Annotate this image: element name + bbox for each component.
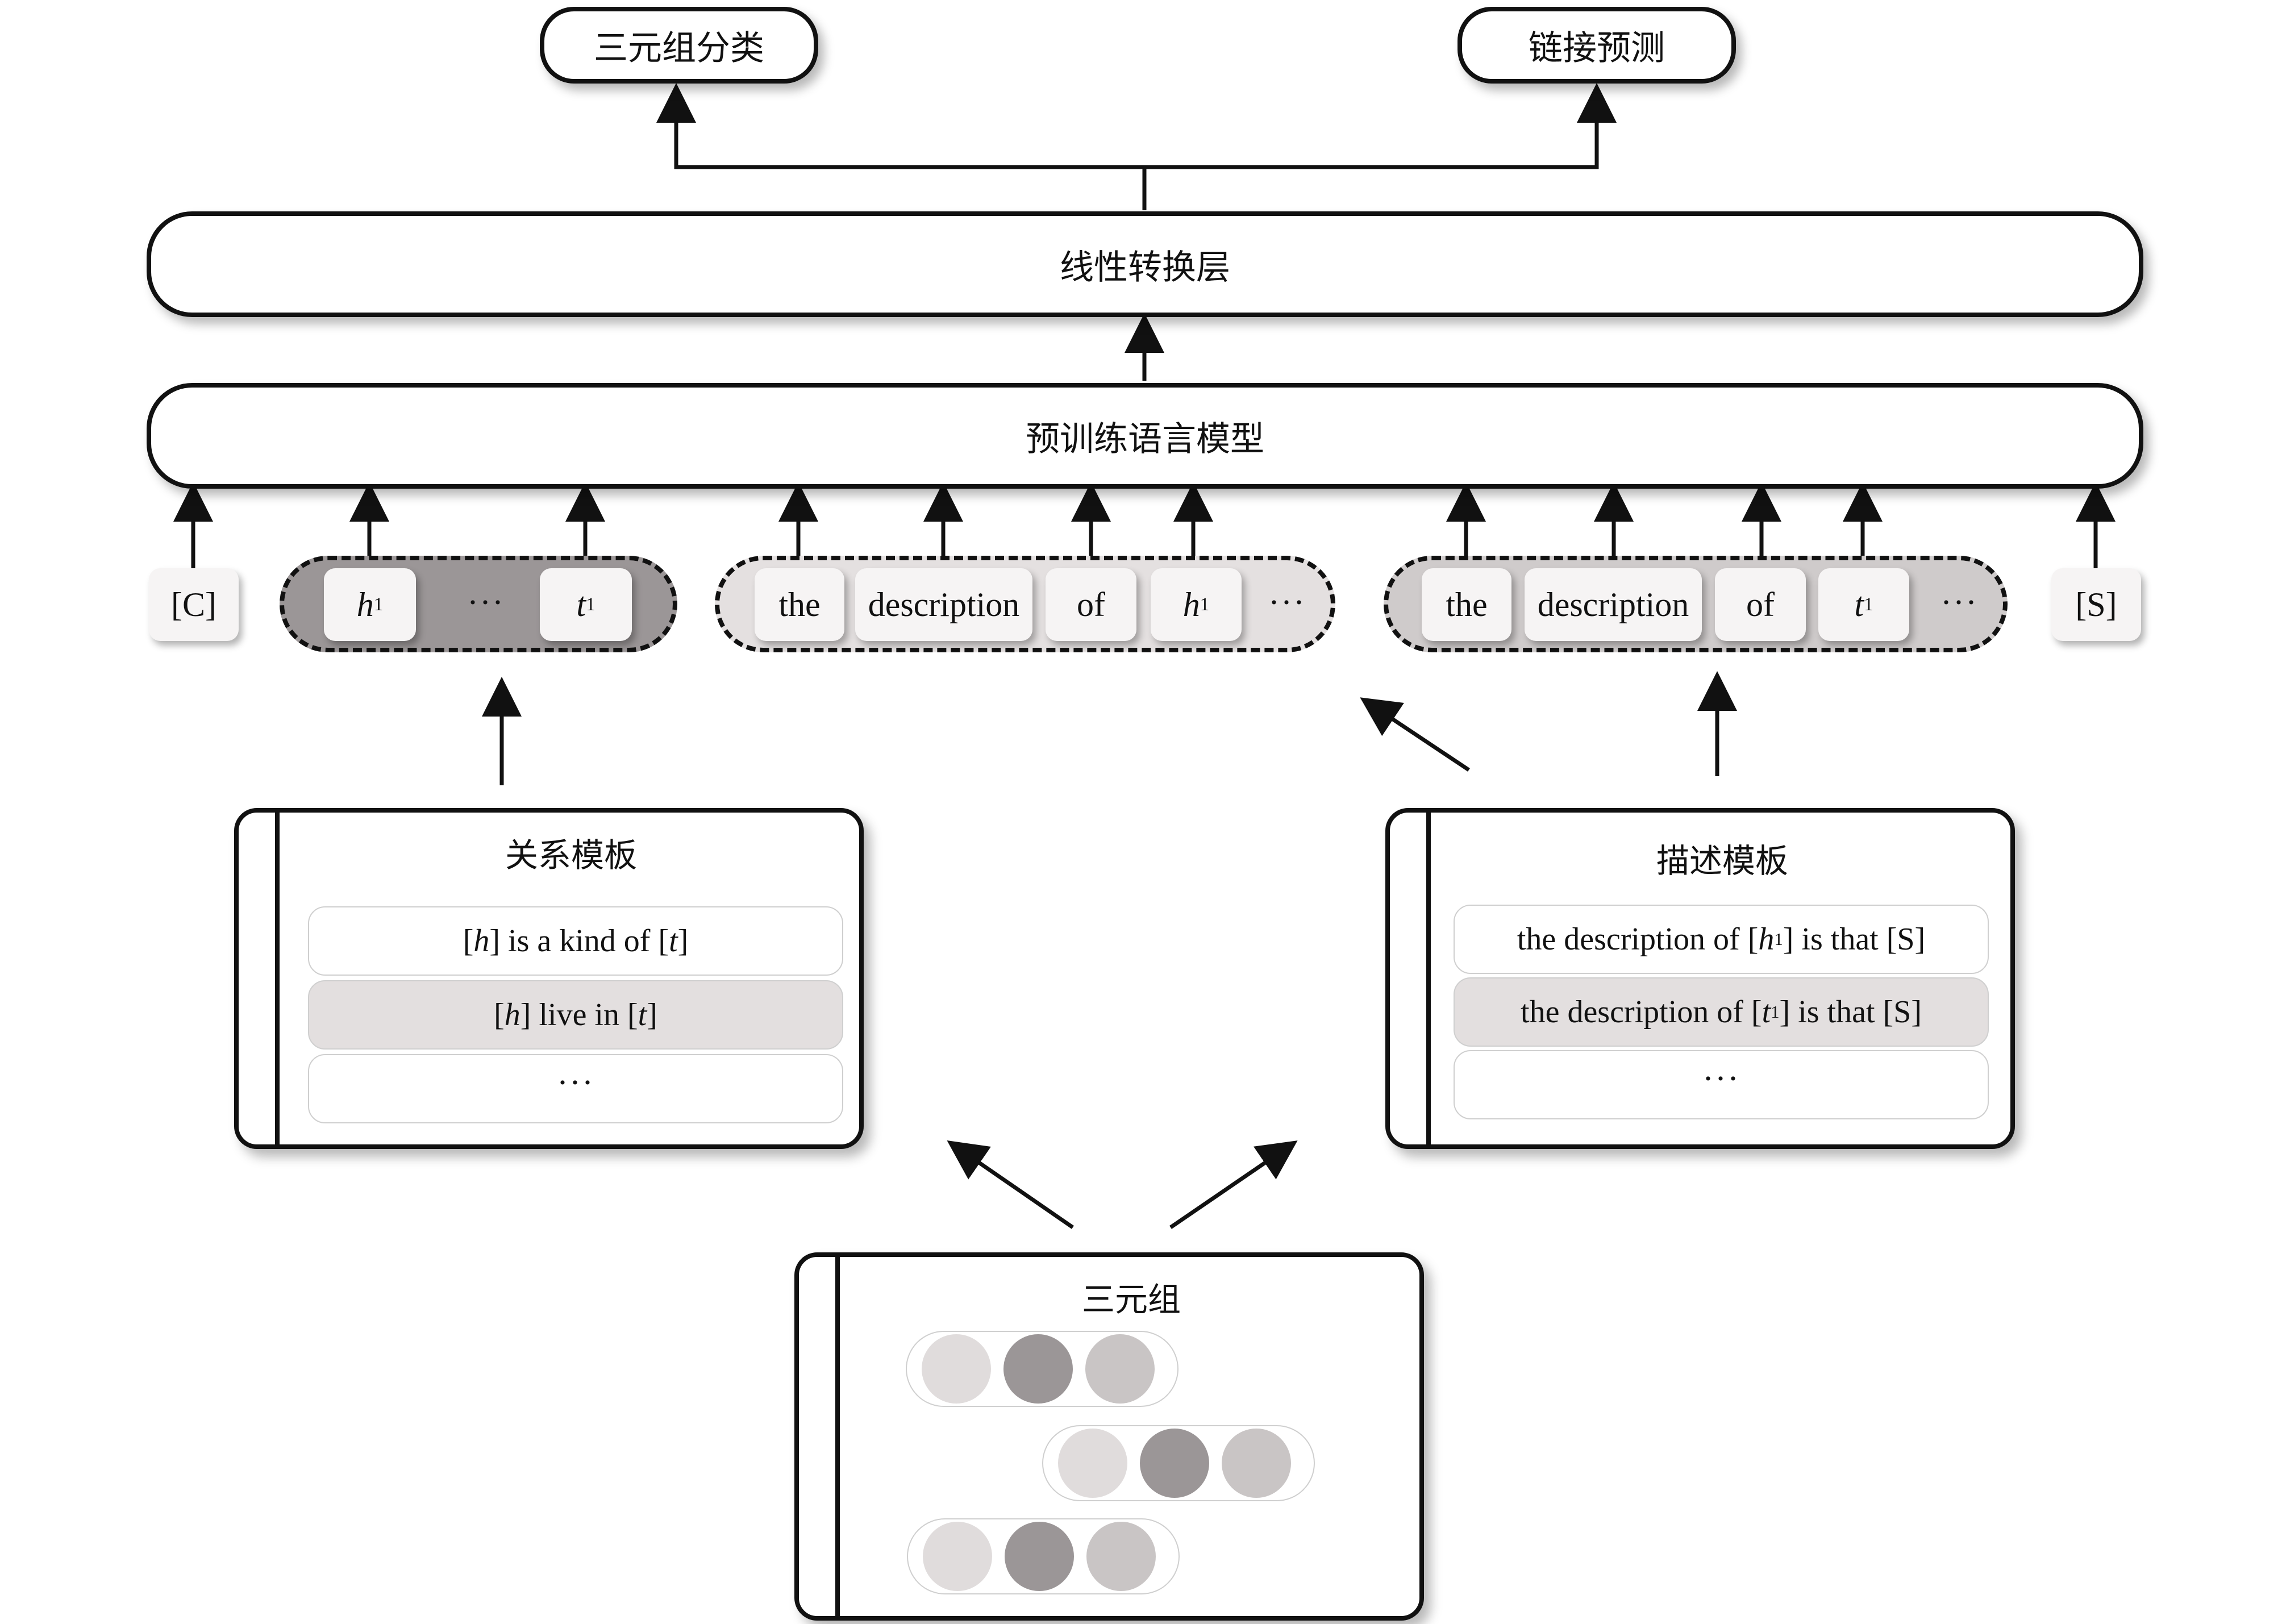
token-of-head: of bbox=[1046, 568, 1136, 641]
token-of-tail: of bbox=[1715, 568, 1806, 641]
dt-row3-text: ··· bbox=[1702, 1060, 1740, 1097]
linear-layer: 线性转换层 bbox=[147, 211, 2143, 317]
token-cls: [C] bbox=[149, 568, 239, 641]
token-h1-desc-letter: h bbox=[1182, 585, 1200, 623]
token-h1-sub: 1 bbox=[373, 594, 384, 615]
description-template-row-3: ··· bbox=[1454, 1050, 1989, 1119]
link-prediction-box: 链接预测 bbox=[1458, 7, 1736, 84]
entity-group-ellipsis-text: ··· bbox=[467, 583, 505, 621]
arrow-desc-to-mid-group bbox=[1360, 697, 1470, 772]
dt-row2-b: t bbox=[1762, 994, 1771, 1030]
rt-row2-b: h bbox=[504, 997, 520, 1032]
token-t1-desc-sub: 1 bbox=[1864, 594, 1873, 615]
head-description-ellipsis-text: ··· bbox=[1268, 583, 1306, 621]
triples-panel: 三元组 bbox=[794, 1252, 1424, 1621]
triple-2-tail bbox=[1222, 1429, 1291, 1498]
rt-row2-d: t bbox=[638, 997, 647, 1032]
triple-1-head bbox=[922, 1334, 991, 1404]
token-description-head: description bbox=[855, 568, 1032, 641]
token-the-tail-label: the bbox=[1446, 585, 1488, 623]
rt-row2-a: [ bbox=[494, 997, 505, 1032]
arrow-triples-to-description bbox=[1169, 1140, 1298, 1229]
rt-row3-text: ··· bbox=[557, 1064, 594, 1101]
dt-row1-b: h bbox=[1758, 922, 1775, 957]
token-of-head-label: of bbox=[1077, 585, 1105, 623]
triple-3-relation bbox=[1005, 1522, 1074, 1591]
linear-layer-label: 线性转换层 bbox=[1060, 248, 1230, 286]
triple-1-relation bbox=[1003, 1334, 1073, 1404]
tail-description-ellipsis: ··· bbox=[1919, 568, 1999, 636]
token-of-tail-label: of bbox=[1746, 585, 1775, 623]
triple-2-relation bbox=[1140, 1429, 1209, 1498]
dt-row1-a: the description of [ bbox=[1517, 922, 1759, 957]
triple-classification-label: 三元组分类 bbox=[594, 30, 764, 67]
token-t1-letter: t bbox=[576, 585, 586, 623]
token-the-head-label: the bbox=[778, 585, 821, 623]
triples-title-text: 三元组 bbox=[1081, 1281, 1181, 1318]
token-the-tail: the bbox=[1422, 568, 1511, 641]
relation-template-title: 关系模板 bbox=[284, 830, 858, 875]
token-sep: [S] bbox=[2051, 568, 2141, 641]
dt-row2-c: ] is that [S] bbox=[1779, 994, 1922, 1030]
entity-group-ellipsis: ··· bbox=[443, 568, 528, 636]
token-t1-sub: 1 bbox=[586, 594, 596, 615]
triple-3-tail bbox=[1086, 1522, 1156, 1591]
triple-2 bbox=[1042, 1425, 1315, 1501]
tail-description-ellipsis-text: ··· bbox=[1940, 583, 1978, 621]
token-description-tail: description bbox=[1525, 568, 1702, 641]
rt-row1-b: h bbox=[473, 923, 490, 959]
rt-row2-e: ] bbox=[647, 997, 657, 1032]
token-h1-letter: h bbox=[356, 585, 374, 623]
description-template-bar bbox=[1426, 813, 1431, 1144]
triples-title: 三元组 bbox=[844, 1274, 1418, 1319]
dt-row1-sub: 1 bbox=[1774, 929, 1783, 949]
dt-row1-c: ] is that [S] bbox=[1783, 922, 1926, 957]
token-the-head: the bbox=[755, 568, 844, 641]
plm-layer-label: 预训练语言模型 bbox=[1026, 420, 1264, 458]
dt-row2-sub: 1 bbox=[1771, 1002, 1780, 1022]
arrow-triples-to-relation bbox=[947, 1140, 1074, 1229]
rt-row1-e: ] bbox=[677, 923, 689, 959]
token-description-tail-label: description bbox=[1537, 585, 1689, 623]
relation-template-row-2: [h] live in [t] bbox=[308, 980, 843, 1050]
relation-template-row-1: [h] is a kind of [t] bbox=[308, 906, 843, 976]
token-cls-label: [C] bbox=[171, 585, 216, 623]
rt-row1-d: t bbox=[669, 923, 678, 959]
link-prediction-label: 链接预测 bbox=[1529, 30, 1665, 67]
description-template-title: 描述模板 bbox=[1435, 835, 2009, 881]
rt-row2-c: ] live in [ bbox=[520, 997, 638, 1032]
relation-template-row-3: ··· bbox=[308, 1054, 843, 1123]
relation-template-title-text: 关系模板 bbox=[505, 837, 637, 874]
rt-row1-a: [ bbox=[463, 923, 474, 959]
token-h1-desc-sub: 1 bbox=[1200, 594, 1210, 615]
triple-1 bbox=[906, 1331, 1179, 1407]
split-line-right bbox=[1144, 83, 1617, 169]
triples-bar bbox=[835, 1257, 840, 1616]
relation-template-bar bbox=[275, 813, 280, 1144]
triple-1-tail bbox=[1085, 1334, 1155, 1404]
triple-2-head bbox=[1058, 1429, 1127, 1498]
triple-3-head bbox=[923, 1522, 992, 1591]
token-t1-desc-letter: t bbox=[1854, 585, 1864, 623]
token-sep-label: [S] bbox=[2075, 585, 2117, 623]
dt-row2-a: the description of [ bbox=[1521, 994, 1762, 1030]
plm-layer: 预训练语言模型 bbox=[147, 383, 2143, 489]
triple-classification-box: 三元组分类 bbox=[540, 7, 818, 84]
head-description-ellipsis: ··· bbox=[1247, 568, 1327, 636]
description-template-title-text: 描述模板 bbox=[1656, 843, 1788, 880]
token-description-head-label: description bbox=[868, 585, 1020, 623]
split-line bbox=[656, 83, 1147, 210]
triple-3 bbox=[907, 1518, 1180, 1594]
rt-row1-c: ] is a kind of [ bbox=[489, 923, 669, 959]
relation-template-panel: 关系模板 [h] is a kind of [t] [h] live in [t… bbox=[234, 808, 864, 1149]
